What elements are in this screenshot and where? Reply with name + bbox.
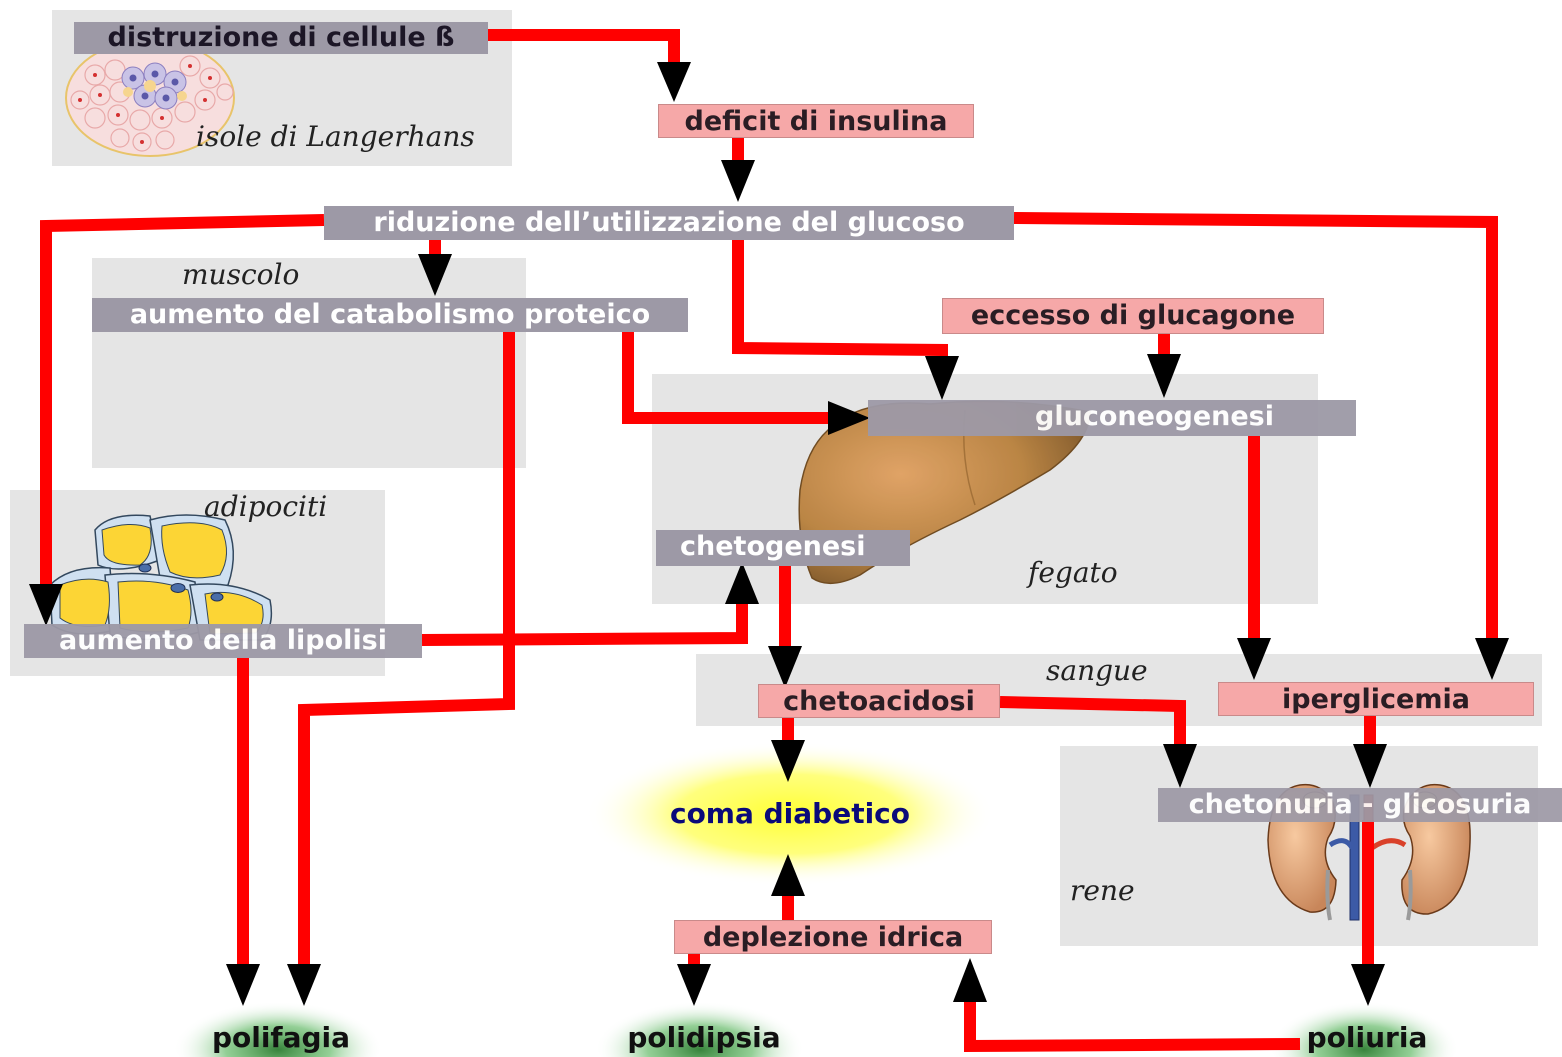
- node-gluconeogenesi: gluconeogenesi: [868, 400, 1356, 436]
- region-label-sangue: sangue: [1046, 654, 1148, 687]
- arrow-lines: [40, 29, 1498, 1053]
- arrowhead-deficit: [657, 62, 691, 102]
- arrow-catabolismo-polifagia: [298, 330, 515, 968]
- arrowhead-chetonuria-left: [1163, 744, 1197, 788]
- node-catabolismo: aumento del catabolismo proteico: [92, 298, 688, 332]
- region-label-muscolo: muscolo: [182, 258, 300, 291]
- region-label-langerhans: isole di Langerhans: [196, 120, 475, 153]
- arrow-chetoacidosi-chetonuria: [999, 696, 1186, 746]
- node-distruzione: distruzione di cellule ß: [74, 22, 488, 54]
- arrowheads: [29, 62, 1509, 1006]
- node-iperglicemia: iperglicemia: [1218, 682, 1534, 716]
- arrowhead-chetoacidosi: [768, 646, 802, 688]
- arrow-riduzione-gluconeogenesi: [732, 240, 948, 360]
- arrowhead-polifagia-right: [287, 964, 321, 1006]
- arrowhead-iperglicemia-left: [1237, 638, 1271, 680]
- node-glucagone: eccesso di glucagone: [942, 298, 1324, 334]
- arrowhead-riduzione: [721, 160, 755, 202]
- coma-glow: [585, 742, 995, 886]
- node-coma: coma diabetico: [669, 797, 911, 830]
- arrow-lipolisi-chetogenesi: [421, 602, 748, 646]
- arrow-distruzione-deficit: [488, 29, 680, 66]
- node-riduzione: riduzione dell’utilizzazione del glucoso: [324, 206, 1014, 240]
- arrow-riduzione-iperglicemia: [1013, 212, 1498, 642]
- arrowhead-poliuria: [1351, 964, 1385, 1006]
- region-label-fegato: fegato: [1028, 556, 1118, 589]
- region-label-rene: rene: [1070, 874, 1135, 907]
- arrow-catabolismo-gluconeogenesi: [622, 330, 832, 424]
- arrowhead-polidipsia: [677, 964, 711, 1006]
- node-lipolisi: aumento della lipolisi: [24, 624, 422, 658]
- arrowhead-glucagone: [1147, 354, 1181, 398]
- arrowhead-gluconeogenesi-left: [828, 401, 870, 435]
- node-chetonuria: chetonuria - glicosuria: [1158, 788, 1562, 822]
- islet-cells-icon: [65, 39, 235, 157]
- arrowhead-iperglicemia-right: [1475, 638, 1509, 680]
- node-polifagia: polifagia: [211, 1021, 351, 1054]
- arrow-poliuria-deplezione: [964, 1000, 1301, 1053]
- arrowhead-gluconeogenesi-top: [925, 356, 959, 400]
- node-chetoacidosi: chetoacidosi: [758, 684, 1000, 718]
- arrowhead-coma-bottom: [771, 854, 805, 896]
- arrowhead-polifagia-left: [226, 964, 260, 1006]
- arrow-riduzione-lipolisi: [40, 214, 325, 588]
- node-polidipsia: polidipsia: [627, 1021, 781, 1054]
- arrowhead-coma-top: [771, 740, 805, 782]
- arrowhead-lipolisi-left: [29, 584, 63, 626]
- node-chetogenesi: chetogenesi: [656, 530, 910, 566]
- region-muscolo: [92, 258, 526, 468]
- node-deficit: deficit di insulina: [658, 104, 974, 138]
- polidipsia-glow: [595, 992, 805, 1057]
- node-poliuria: poliuria: [1306, 1021, 1428, 1054]
- arrowhead-deplezione: [953, 958, 987, 1002]
- polifagia-glow: [173, 992, 383, 1057]
- arrowhead-chetonuria-right: [1353, 744, 1387, 788]
- arrowhead-chetogenesi: [725, 562, 759, 604]
- poliuria-glow: [1269, 992, 1459, 1057]
- arrowhead-catabolismo: [418, 254, 452, 296]
- region-label-adipociti: adipociti: [204, 490, 328, 523]
- node-deplezione: deplezione idrica: [674, 920, 992, 954]
